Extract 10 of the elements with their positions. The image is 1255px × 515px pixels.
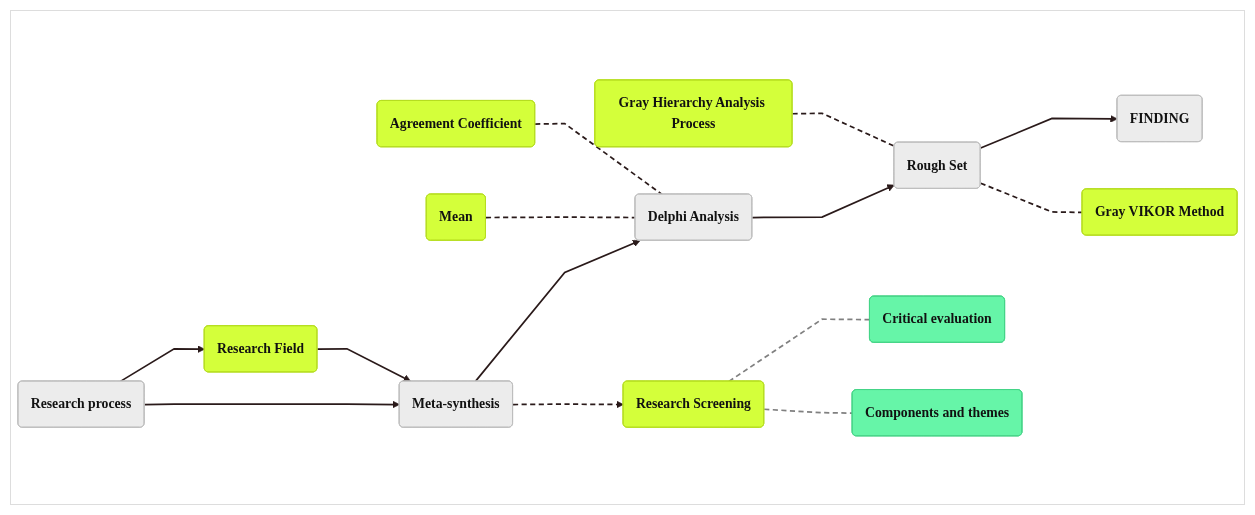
connector xyxy=(979,182,1084,213)
arrow xyxy=(751,184,895,219)
connector xyxy=(728,317,871,382)
arrow xyxy=(316,347,412,382)
arrow xyxy=(474,239,641,382)
arrow xyxy=(512,400,624,408)
connector xyxy=(534,122,663,195)
connector xyxy=(763,408,854,414)
arrow xyxy=(979,114,1118,149)
arrow xyxy=(143,400,400,408)
